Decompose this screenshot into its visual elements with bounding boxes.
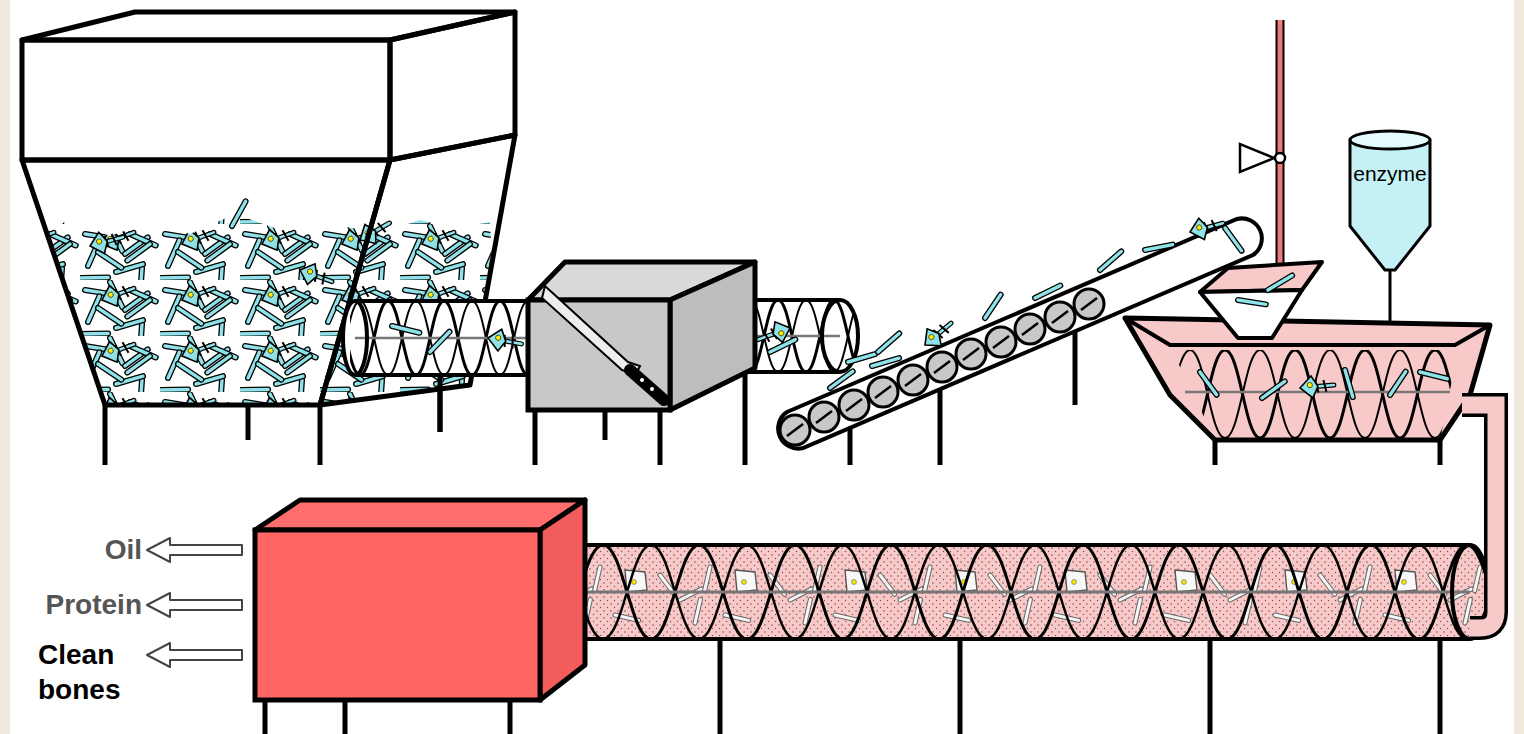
container-outline xyxy=(1345,128,1435,273)
background xyxy=(10,0,1514,734)
screw-conveyor xyxy=(520,545,1490,734)
node-text: enzyme xyxy=(1345,162,1435,185)
connecting-pipe xyxy=(1462,405,1496,628)
water-pipe xyxy=(1240,20,1285,302)
mixing-trough xyxy=(1125,262,1490,465)
screw-conveyor xyxy=(343,301,532,432)
cutter-box xyxy=(528,262,755,465)
output-label: Clean bones xyxy=(38,637,148,707)
output-arrows xyxy=(147,538,242,667)
output-label: Oil xyxy=(20,532,142,567)
enzyme-container: enzyme xyxy=(1345,128,1435,273)
separator-box xyxy=(255,500,585,734)
output-label: Protein xyxy=(20,587,142,622)
